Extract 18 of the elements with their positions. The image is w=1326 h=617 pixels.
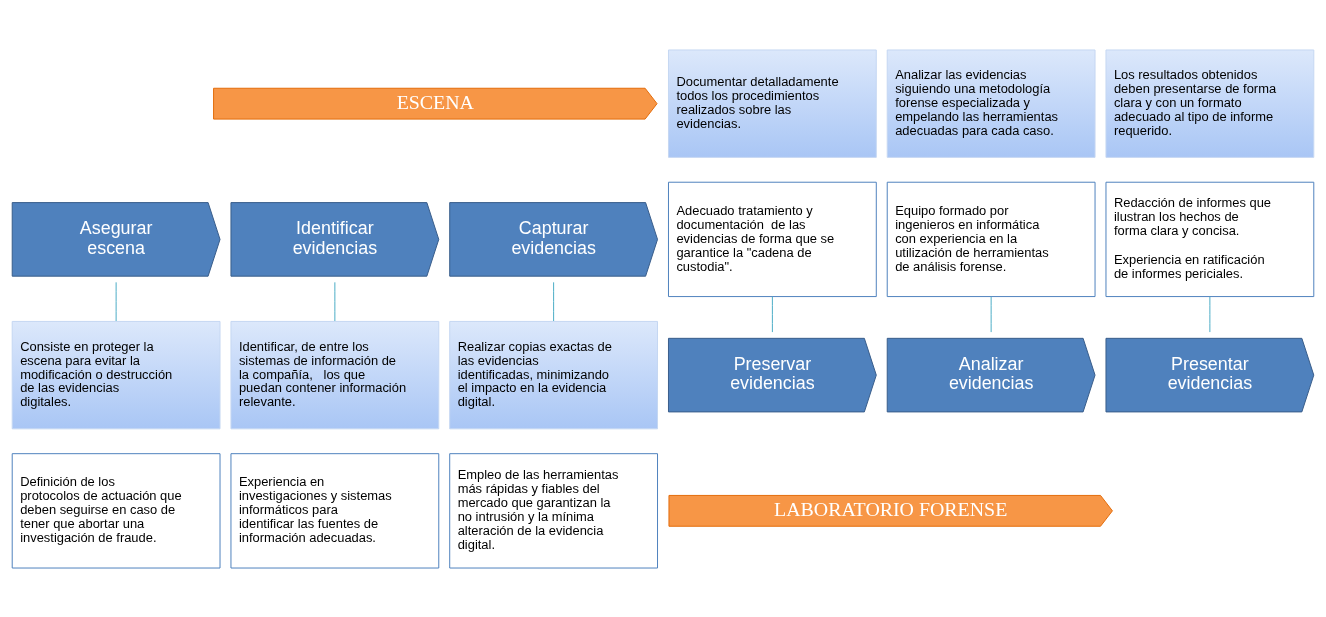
connector [553, 281, 555, 321]
connector [990, 295, 992, 333]
connector [771, 295, 773, 333]
node-box: Adecuado tratamiento y documentación de las evidencias de forma que se garantice la "cadena de custodia". [667, 181, 877, 297]
node-box: Analizar las evidencias siguiendo una metodología forense especializada y empelando las herramientas adecuadas para cada caso. [886, 49, 1096, 158]
node-box: Consiste en proteger la escena para evitar la modificación o destrucción de las evidencias digitales. [11, 320, 221, 429]
node-box: Los resultados obtenidos deben presentarse de forma clara y con un formato adecuado al tipo de informe requerido. [1105, 49, 1315, 158]
node-box: Documentar detalladamente todos los procedimientos realizados sobre las evidencias. [667, 49, 877, 158]
connector [115, 281, 117, 321]
node-box: Empleo de las herramientas más rápidas y fiables del mercado que garantizan la no intrusión y la mínima alteración de la evidencia digital. [449, 452, 659, 568]
connector [1209, 295, 1211, 333]
node-box: Redacción de informes que ilustran los hechos de forma clara y concisa. Experiencia en ratificación de informes periciales. [1105, 181, 1315, 297]
connector [334, 281, 336, 321]
node-box: Definición de los protocolos de actuación que deben seguirse en caso de tener que abortar una investigación de fraude. [11, 452, 221, 568]
node-box: Realizar copias exactas de las evidencias identificadas, minimizando el impacto en la evidencia digital. [449, 320, 659, 429]
node-box: Equipo formado por ingenieros en informática con experiencia en la utilización de herramientas de análisis forense. [886, 181, 1096, 297]
node-box: Experiencia en investigaciones y sistemas informáticos para identificar las fuentes de información adecuadas. [230, 452, 440, 568]
node-box: Identificar, de entre los sistemas de información de la compañía, los que puedan contener información relevante. [230, 320, 440, 429]
